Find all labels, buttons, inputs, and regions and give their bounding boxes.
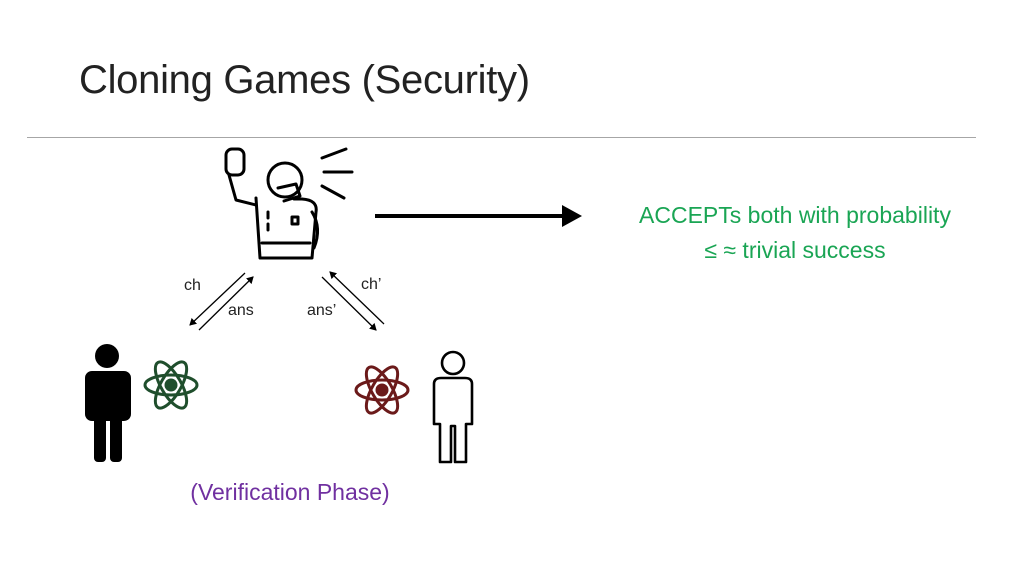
slide-title: Cloning Games (Security) <box>79 58 530 102</box>
referee-icon <box>224 147 354 260</box>
right-exchange-arrows <box>321 271 385 331</box>
result-line-2: ≤ ≈ trivial success <box>704 237 886 263</box>
phase-caption: (Verification Phase) <box>190 479 390 505</box>
right-answer-label: ans’ <box>307 302 337 319</box>
left-challenge-label: ch <box>184 277 201 294</box>
person-solid-icon <box>85 344 131 462</box>
result-text: ACCEPTs both with probability ≤ ≈ trivia… <box>600 198 990 268</box>
result-line-1: ACCEPTs both with probability <box>639 202 951 228</box>
left-exchange-arrows <box>189 272 254 331</box>
person-outline-icon <box>432 350 474 464</box>
left-answer-label: ans <box>228 302 254 319</box>
atom-red-icon <box>354 365 410 415</box>
arrow-right-icon <box>375 205 582 227</box>
right-challenge-label: ch’ <box>361 276 382 293</box>
atom-green-icon <box>143 360 199 410</box>
title-divider <box>27 137 976 138</box>
